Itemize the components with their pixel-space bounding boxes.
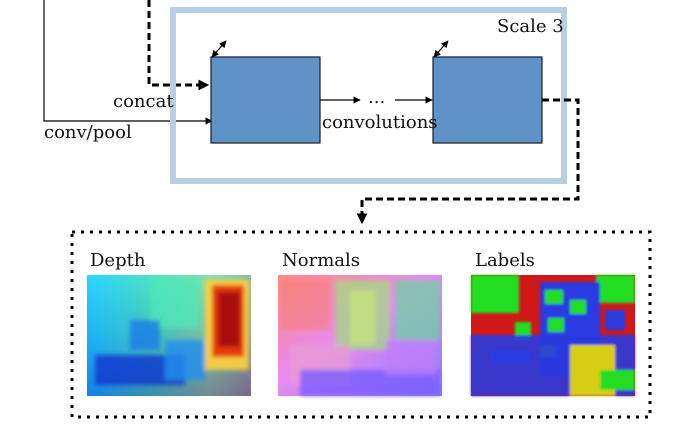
trainable-arrow-icon-1 — [211, 40, 227, 58]
convolutions-label: convolutions — [322, 112, 438, 133]
labels-image — [471, 275, 635, 396]
outputs-frame — [70, 230, 652, 419]
output-title-depth: Depth — [90, 250, 146, 271]
scale-label: Scale 3 — [497, 16, 564, 37]
ellipsis-label: ... — [368, 87, 386, 108]
conv-block-1 — [210, 56, 321, 144]
conv-pool-line — [43, 0, 213, 125]
output-dashed-line — [356, 98, 580, 225]
conv-block-2 — [432, 56, 543, 144]
concat-label: concat — [113, 91, 174, 112]
depth-image — [87, 275, 251, 396]
output-title-labels: Labels — [475, 250, 535, 271]
output-title-normals: Normals — [282, 250, 360, 271]
concat-dashed-line — [147, 0, 210, 91]
normals-image — [278, 275, 442, 396]
scale-frame — [170, 7, 567, 184]
conv-pool-label: conv/pool — [44, 122, 132, 143]
trainable-arrow-icon-2 — [433, 40, 449, 58]
